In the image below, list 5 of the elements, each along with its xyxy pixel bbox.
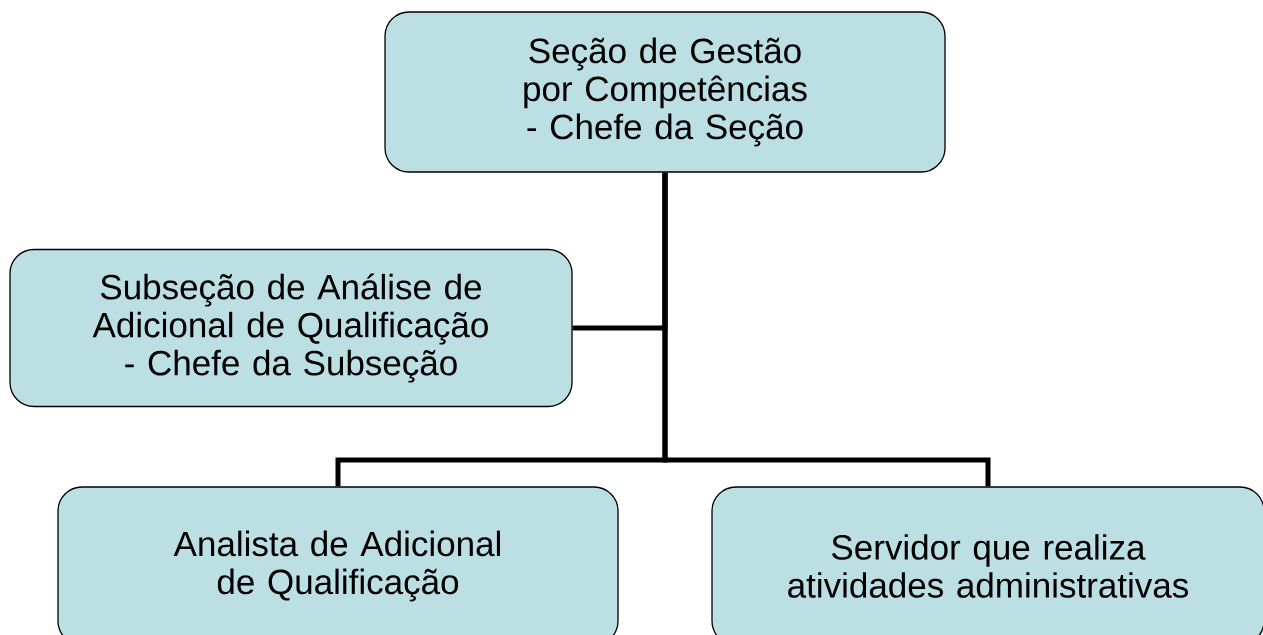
org-box: Subseção de Análise de Adicional de Qualificação - Chefe da Subseção bbox=[9, 248, 573, 408]
org-box: Analista de Adicional de Qualificação bbox=[57, 486, 619, 635]
connector-line bbox=[662, 172, 991, 487]
org-box: Servidor que realiza atividades administrativas bbox=[711, 486, 1263, 635]
org-box: Seção de Gestão por Competências - Chefe da Seção bbox=[384, 11, 946, 173]
